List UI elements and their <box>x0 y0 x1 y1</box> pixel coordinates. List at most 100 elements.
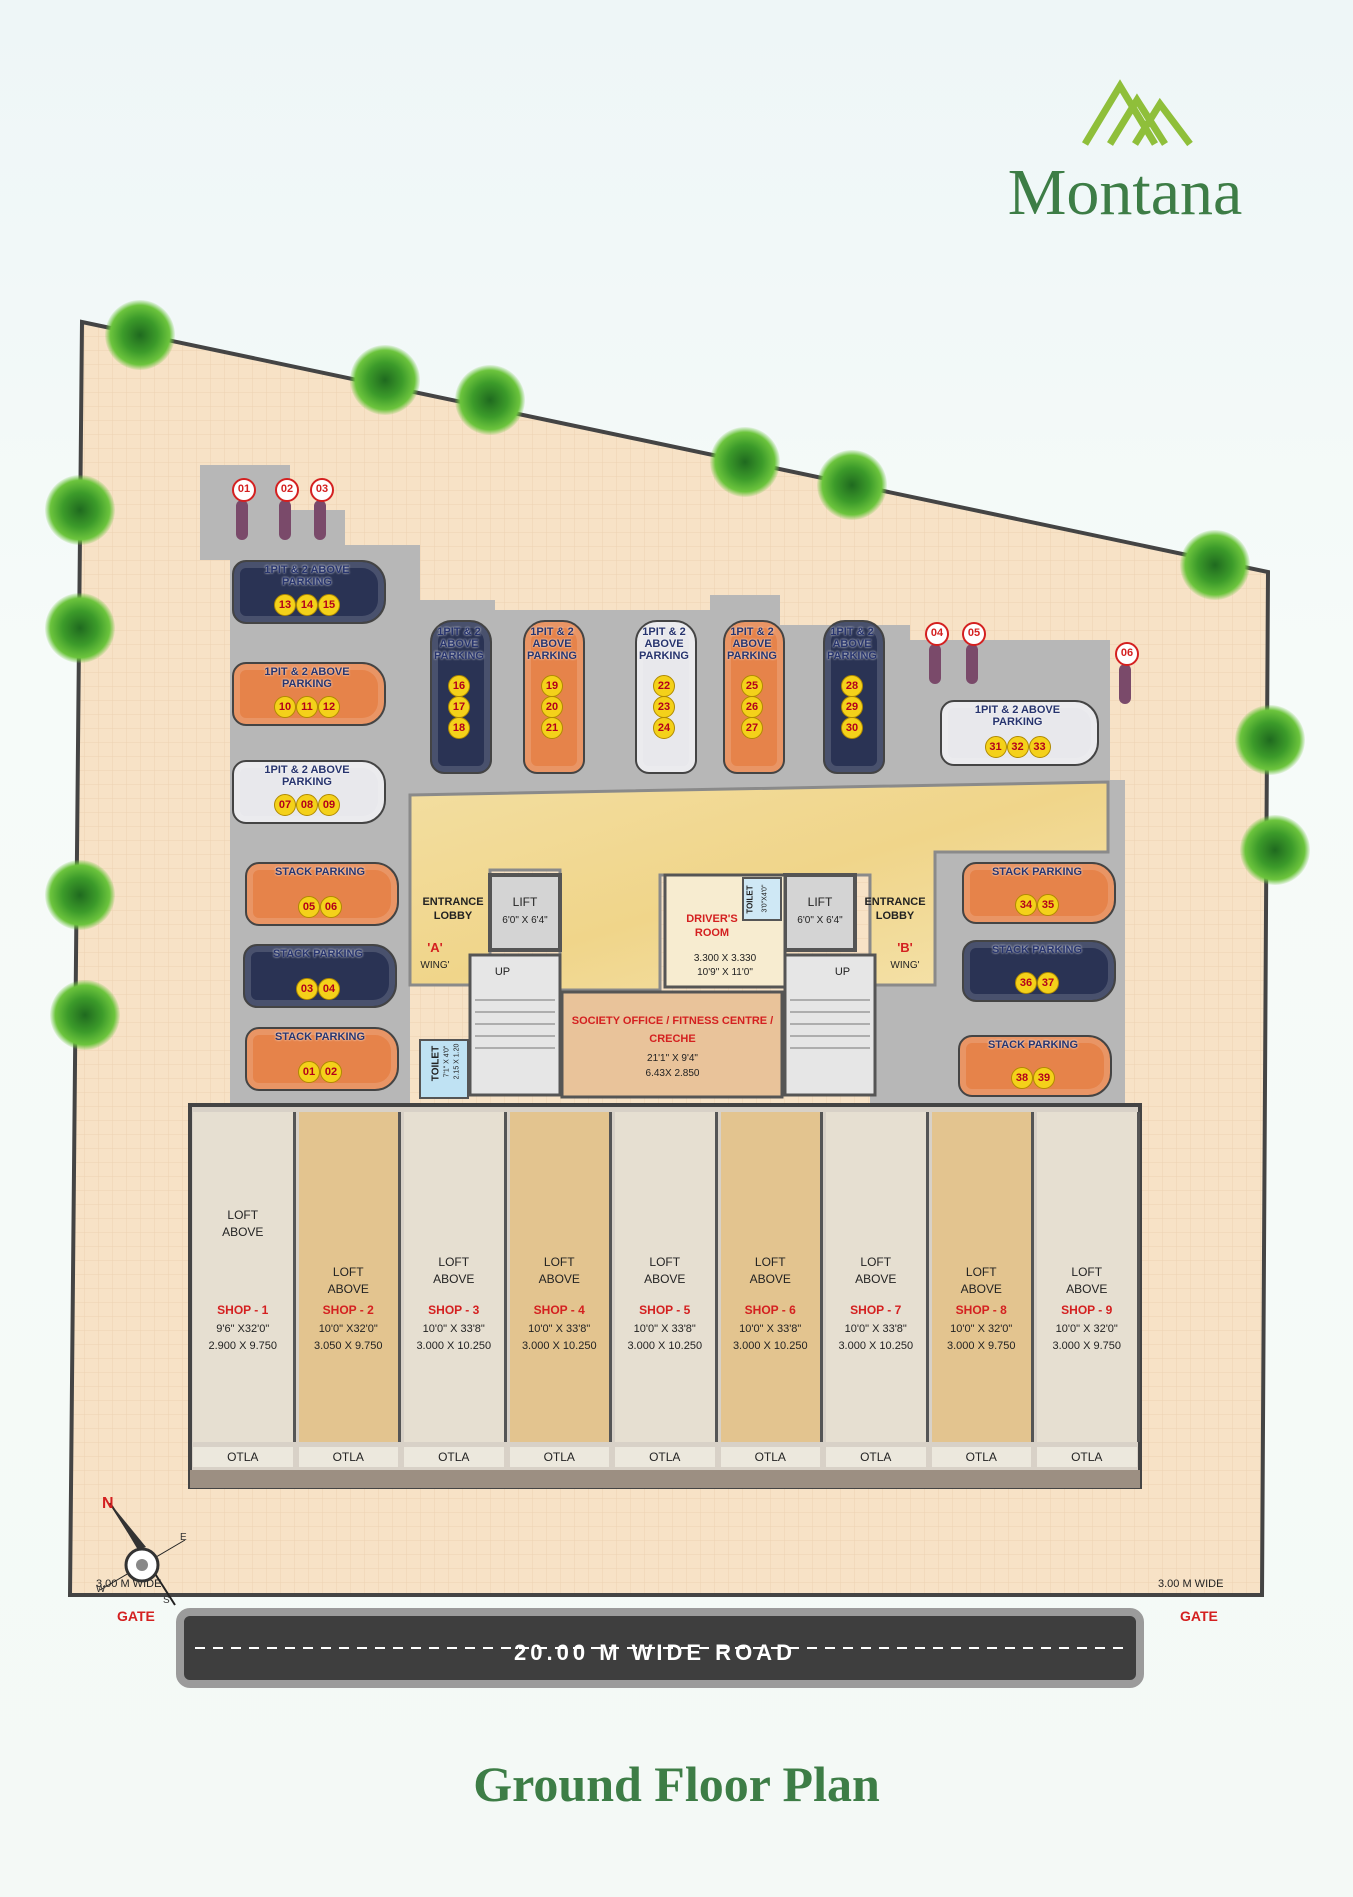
parking-label: 1PIT & 2 ABOVE PARKING <box>727 626 777 662</box>
parking-slot-number: 04 <box>318 978 340 1000</box>
gate-right-width: 3.00 M WIDE <box>1158 1578 1224 1590</box>
drivers-room-label: DRIVER'S ROOM <box>686 913 738 939</box>
palm-tree-icon <box>50 980 120 1050</box>
parking-slot-number: 05 <box>298 896 320 918</box>
shop-size-m: 3.050 X 9.750 <box>313 1340 383 1352</box>
parking-label: STACK PARKING <box>991 944 1083 956</box>
bike-slot-number: 06 <box>1115 642 1139 666</box>
shop-name: SHOP - 2 <box>322 1303 374 1317</box>
shop-size-m: 3.000 X 10.250 <box>627 1340 703 1352</box>
shop-size-ft: 10'0" X32'0" <box>318 1323 378 1335</box>
shop-loft-label: LOFT <box>543 1255 575 1269</box>
bike-slot-number: 04 <box>925 622 949 646</box>
parking-label: STACK PARKING <box>274 1031 366 1043</box>
parking-slot-number: 17 <box>448 696 470 718</box>
compass-w: W <box>96 1584 106 1595</box>
shop-size-ft: 10'0" X 33'8" <box>844 1323 907 1335</box>
bike-slot-number: 01 <box>232 478 256 502</box>
parking-slot-number: 31 <box>984 736 1007 758</box>
shop-unit <box>826 1112 929 1442</box>
drivers-toilet <box>742 877 782 921</box>
stair-a-label: UP <box>494 966 511 978</box>
shop-otla: OTLA <box>404 1447 504 1467</box>
parking-slot-number: 29 <box>841 696 863 718</box>
parking-slot-number: 03 <box>296 978 318 1000</box>
parking-label: 1PIT & 2 ABOVE PARKING <box>264 564 350 588</box>
lift-b <box>783 873 857 952</box>
shop-loft-label: LOFT <box>860 1255 892 1269</box>
road-label: 20.00 M WIDE ROAD <box>514 1640 796 1665</box>
shop-unit <box>298 1112 401 1442</box>
shop-name: SHOP - 6 <box>744 1303 796 1317</box>
parking-slot-number: 14 <box>296 594 318 616</box>
shop-above-label: ABOVE <box>538 1272 580 1286</box>
shop-name: SHOP - 3 <box>428 1303 480 1317</box>
toilet-label: TOILET <box>430 1045 442 1082</box>
parking-label: 1PIT & 2 ABOVE PARKING <box>827 626 877 662</box>
car-icon <box>962 862 1116 924</box>
toilet-size-m: 2.15 X 1.20 <box>453 1043 461 1080</box>
parking-label: STACK PARKING <box>991 866 1083 878</box>
parking-label: STACK PARKING <box>274 866 366 878</box>
compass-e: E <box>180 1532 187 1543</box>
parking-slot-number: 08 <box>296 794 318 816</box>
shop-name: SHOP - 5 <box>639 1303 691 1317</box>
palm-tree-icon <box>710 427 780 497</box>
palm-tree-icon <box>350 345 420 415</box>
parking-slot-number: 12 <box>318 696 340 718</box>
parking-label: 1PIT & 2 ABOVE PARKING <box>527 626 577 662</box>
compass-icon <box>99 1502 186 1606</box>
shop-name: SHOP - 9 <box>1061 1303 1113 1317</box>
parking-label: 1PIT & 2 ABOVE PARKING <box>974 704 1061 728</box>
shop-size-ft: 10'0" X 33'8" <box>528 1323 591 1335</box>
parking-slot-number: 13 <box>274 594 296 616</box>
shop-name: SHOP - 4 <box>533 1303 585 1317</box>
shop-above-label: ABOVE <box>960 1282 1002 1296</box>
parking-slot-number: 02 <box>320 1061 342 1083</box>
parking-slot-number: 38 <box>1011 1067 1033 1089</box>
parking-slot-number: 15 <box>318 594 340 616</box>
parking-slot-number: 30 <box>841 717 863 739</box>
drivers-toilet-size: 3'0"X4'0" <box>761 884 769 913</box>
shop-above-label: ABOVE <box>644 1272 686 1286</box>
parking-slot-number: 32 <box>1006 736 1029 758</box>
shop-otla: OTLA <box>509 1447 609 1467</box>
shop-size-m: 3.000 X 10.250 <box>416 1340 492 1352</box>
parking-slot-number: 18 <box>448 717 470 739</box>
shop-otla: OTLA <box>826 1447 926 1467</box>
palm-tree-icon <box>817 450 887 520</box>
drivers-toilet-label: TOILET <box>745 885 755 914</box>
stair-b <box>783 953 877 1097</box>
shop-size-ft: 9'6" X32'0" <box>216 1323 270 1335</box>
shop-unit <box>193 1112 296 1442</box>
shop-above-label: ABOVE <box>749 1272 791 1286</box>
parking-slot-number: 27 <box>741 717 763 739</box>
gate-left: GATE <box>117 1608 155 1624</box>
lobby-b-wing-word: WING' <box>890 960 920 971</box>
parking-slot-number: 11 <box>296 696 318 718</box>
shop-above-label: ABOVE <box>855 1272 897 1286</box>
parking-slot-number: 09 <box>318 794 340 816</box>
parking-slot-number: 28 <box>841 675 863 697</box>
shop-unit <box>1037 1112 1140 1442</box>
palm-tree-icon <box>1180 530 1250 600</box>
lobby-a-wing-word: WING' <box>420 960 450 971</box>
shop-loft-label: LOFT <box>438 1255 470 1269</box>
drivers-room-size-m: 3.300 X 3.330 <box>693 953 757 964</box>
shop-name: SHOP - 8 <box>955 1303 1007 1317</box>
car-icon <box>723 620 785 774</box>
parking-label: 1PIT & 2 ABOVE PARKING <box>264 666 350 690</box>
palm-tree-icon <box>45 860 115 930</box>
parking-slot-number: 24 <box>653 717 675 739</box>
society-office-size-m: 6.43X 2.850 <box>645 1068 700 1079</box>
shop-size-m: 3.000 X 9.750 <box>946 1340 1016 1352</box>
toilet-size-ft: 7'1" X 4'0" <box>443 1045 451 1078</box>
montana-logo-icon <box>1082 79 1193 147</box>
gate-right: GATE <box>1180 1608 1218 1624</box>
shop-unit <box>404 1112 507 1442</box>
parking-slot-number: 23 <box>653 696 675 718</box>
shop-unit <box>509 1112 612 1442</box>
parking-slot-number: 21 <box>541 717 563 739</box>
lobby-b-label: ENTRANCE LOBBY <box>864 896 926 922</box>
shop-above-label: ABOVE <box>433 1272 475 1286</box>
